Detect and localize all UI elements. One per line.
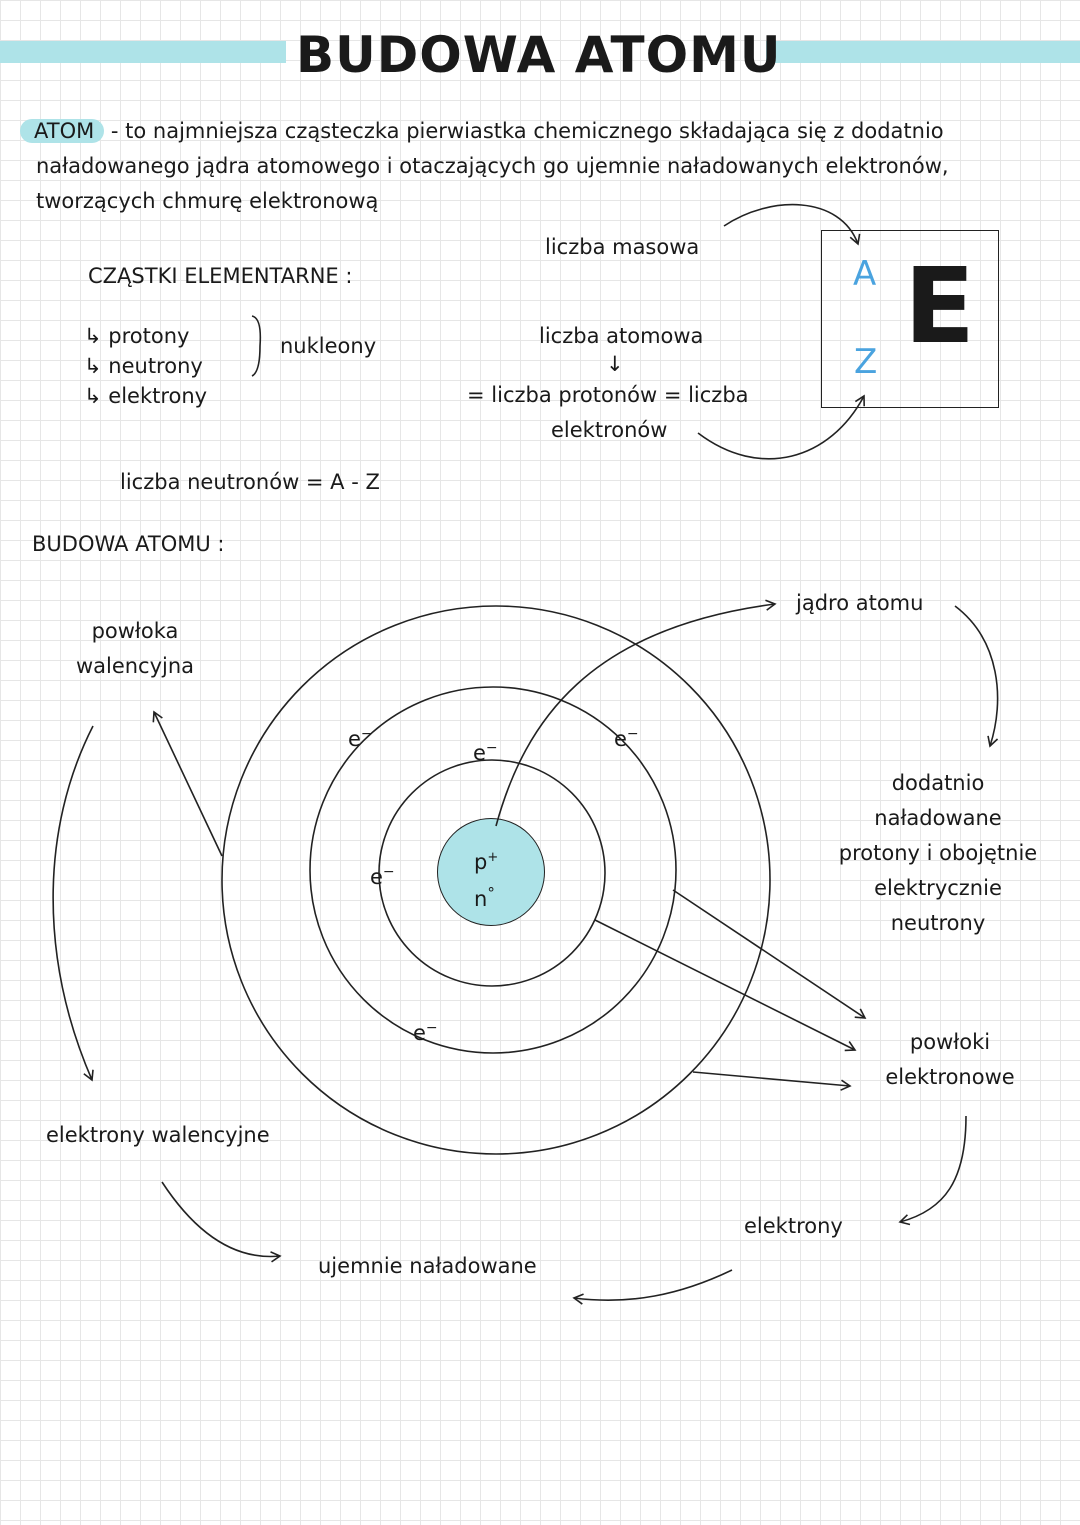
particles-heading: CZĄSTKI ELEMENTARNE :: [88, 264, 353, 288]
particle-electrons-label: elektrony: [108, 384, 208, 408]
arrow-left-curve: [52, 725, 94, 1082]
valence-shell-label-2: walencyjna: [75, 654, 195, 678]
neutron-formula: liczba neutronów = A - Z: [120, 470, 380, 494]
particle-neutrons-label: neutrony: [108, 354, 203, 378]
atomic-number-equals: = liczba protonów = liczba: [467, 383, 749, 407]
nucleons-bracket: [251, 315, 262, 377]
electron-e: e: [473, 741, 486, 765]
atom-definition-text: - to najmniejsza cząsteczka pierwiastka …: [36, 119, 949, 213]
nucleus-desc-2: naładowane: [874, 806, 1002, 830]
valence-shell-label: powłoka walencyjna: [50, 614, 220, 684]
nucleus-desc-5: neutrony: [890, 911, 986, 935]
atom-term: ATOM: [20, 119, 105, 143]
nucleus-label: jądro atomu: [796, 591, 924, 615]
electron-minus: −: [626, 726, 639, 742]
electron-inner-top: e−: [473, 740, 498, 765]
electron-e: e: [348, 727, 361, 751]
shell-middle: [309, 686, 677, 1054]
mass-number-label: liczba masowa: [545, 235, 700, 259]
arrow-shell-outer: [692, 1071, 852, 1091]
nucleus-description: dodatnio naładowane protony i obojętnie …: [818, 766, 1058, 941]
title-band-left: [0, 41, 286, 63]
neutron-symbol: n°: [474, 884, 495, 911]
mass-symbol-A: A: [853, 254, 877, 294]
electrons-label: elektrony: [744, 1214, 843, 1238]
proton-symbol: p+: [474, 850, 498, 874]
title-band-right: [766, 41, 1080, 63]
nucleus-desc-3: protony i obojętnie: [838, 841, 1038, 865]
atom-definition: ATOM - to najmniejsza cząsteczka pierwia…: [20, 114, 1046, 219]
particle-protons: ↳ protony: [84, 324, 190, 348]
structure-heading: BUDOWA ATOMU :: [32, 532, 225, 556]
electron-minus: −: [485, 740, 498, 756]
nucleus-desc-4: elektrycznie: [874, 876, 1002, 900]
arrow-to-electrons: [898, 1115, 967, 1226]
atomic-symbol-Z: Z: [854, 342, 878, 382]
arrow-shell-middle: [672, 889, 867, 1019]
particle-electrons: ↳ elektrony: [84, 384, 208, 408]
arrow-mass-number: [723, 203, 861, 246]
negative-label: ujemnie naładowane: [318, 1254, 537, 1278]
proton-plus: +: [487, 850, 499, 865]
nucleons-label: nukleony: [280, 334, 377, 358]
element-symbol-E: E: [904, 245, 976, 367]
atomic-number-label: liczba atomowa: [539, 324, 704, 348]
nucleus-desc-1: dodatnio: [891, 771, 985, 795]
arrow-nucleus-desc: [954, 605, 999, 748]
arrow-nucleus: [495, 599, 777, 827]
nucleus: [437, 818, 545, 926]
particle-neutrons: ↳ neutrony: [84, 354, 203, 378]
arrow-valence-shell: [152, 710, 223, 857]
electron-minus: −: [360, 726, 373, 742]
atomic-number-equals-2: elektronów: [551, 418, 668, 442]
valence-shell-label-1: powłoka: [91, 619, 179, 643]
arrow-shell-inner: [594, 919, 857, 1052]
particle-protons-label: protony: [108, 324, 190, 348]
shell-outer: [221, 605, 771, 1155]
arrow-to-negative: [161, 1181, 282, 1263]
shell-inner: [378, 759, 606, 987]
shells-label-1: powłoki: [909, 1030, 991, 1054]
arrow-electrons-negative: [572, 1269, 733, 1305]
arrow-atomic-number: [697, 394, 865, 460]
nuclide-box: [821, 230, 999, 408]
neutron-n: n: [474, 887, 488, 911]
shells-label-2: elektronowe: [885, 1065, 1015, 1089]
neutron-zero: °: [487, 884, 495, 902]
page-title: BUDOWA ATOMU: [296, 26, 782, 84]
valence-electrons-label: elektrony walencyjne: [46, 1123, 270, 1147]
electron-minus: −: [425, 1020, 438, 1036]
down-arrow: ↓: [606, 352, 624, 376]
proton-p: p: [474, 850, 488, 874]
electron-minus: −: [382, 864, 395, 880]
shells-label: powłoki elektronowe: [860, 1025, 1040, 1095]
electron-outer-left: e−: [348, 726, 373, 751]
